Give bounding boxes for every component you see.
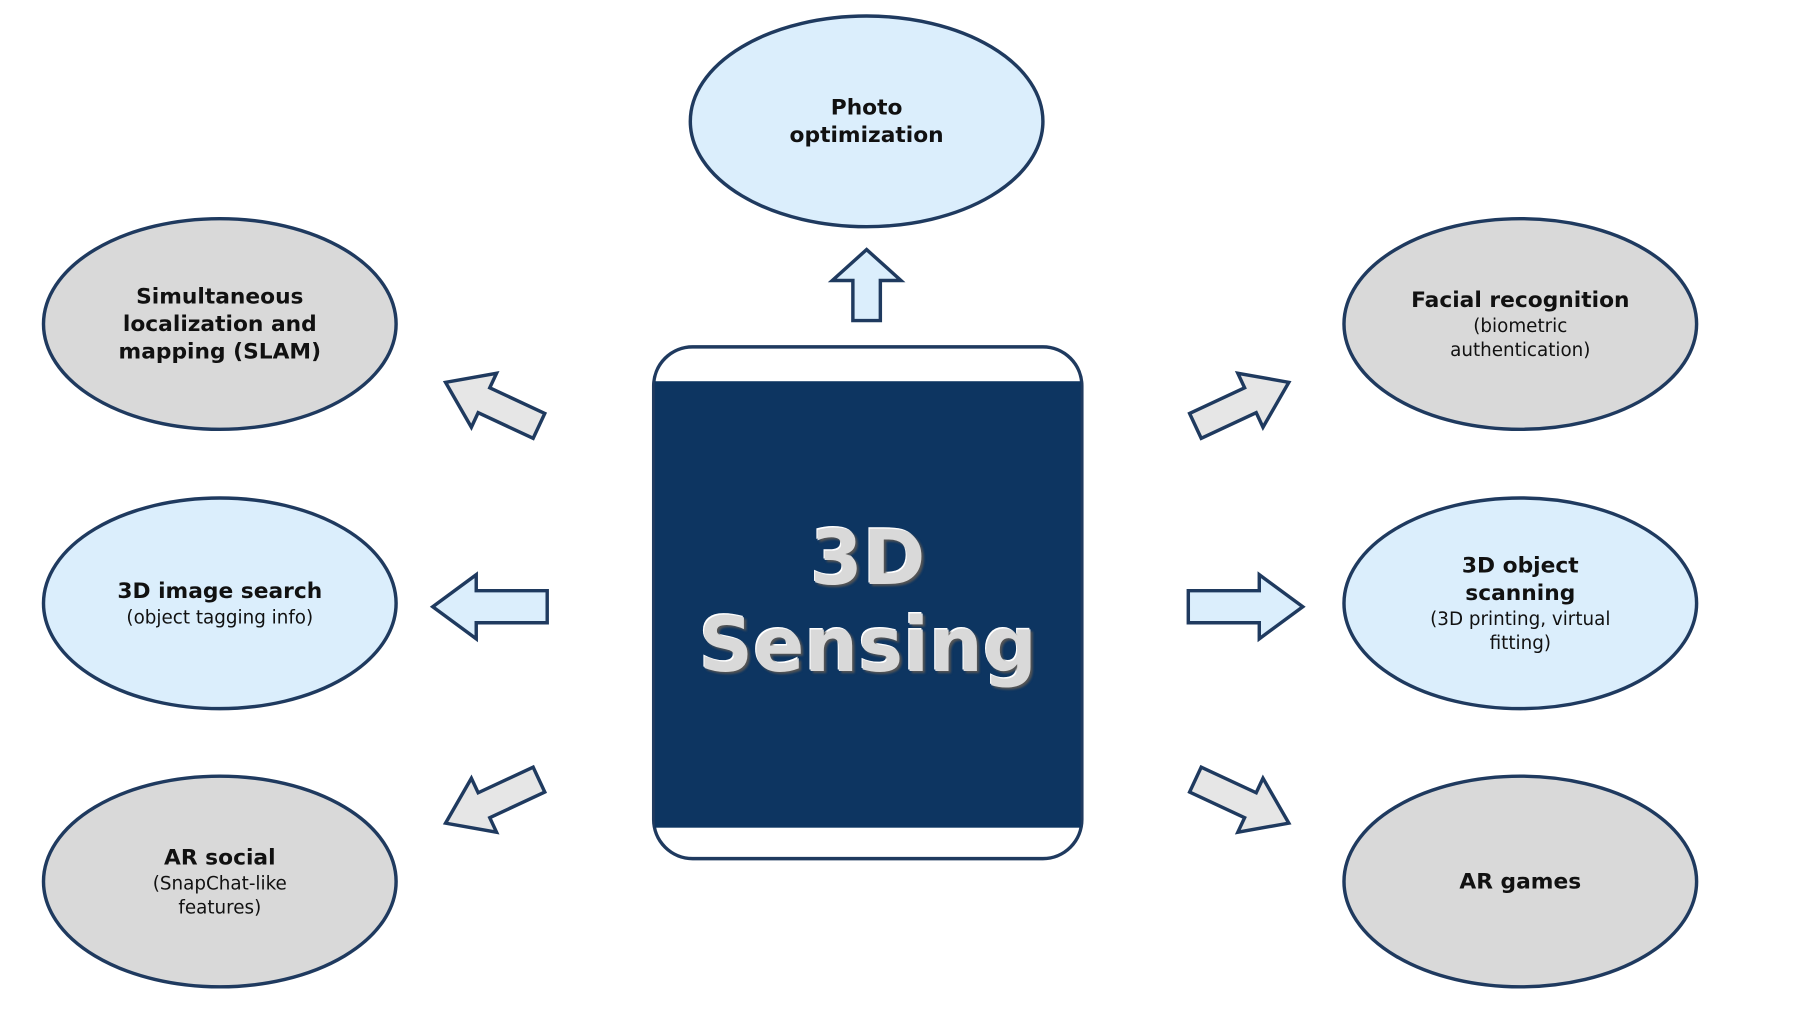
node-facial-circle <box>1342 216 1699 432</box>
node-object-scan-circle <box>1342 496 1699 711</box>
node-ar-social-circle <box>41 774 398 989</box>
node-object-scan: 3D object scanning (3D printing, virtual… <box>1412 552 1630 655</box>
node-subtitle: (object tagging info) <box>126 606 314 628</box>
arrow-up-left-icon <box>442 370 548 441</box>
center-title-line1: 3D <box>810 514 926 603</box>
node-subtitle: (biometric authentication) <box>1450 314 1591 361</box>
node-photo-circle <box>688 14 1045 229</box>
node-facial: Facial recognition (biometric authentica… <box>1406 286 1635 362</box>
arrow-up-icon <box>827 247 906 323</box>
node-title: AR social <box>164 844 276 871</box>
node-subtitle: (3D printing, virtual fitting) <box>1430 607 1611 654</box>
arrow-up-right-icon <box>1187 370 1292 441</box>
node-title: Simultaneous localization and mapping (S… <box>118 283 322 365</box>
arrow-down-right-icon <box>1187 764 1292 835</box>
arrow-left-icon <box>429 571 549 643</box>
node-title: Facial recognition <box>1411 287 1630 313</box>
node-photo: Photo optimization <box>764 94 970 149</box>
node-image-search: 3D image search (object tagging info) <box>111 578 329 630</box>
center-title: 3D Sensing <box>654 515 1082 689</box>
node-title: AR games <box>1459 868 1582 895</box>
node-slam-circle <box>41 216 398 432</box>
node-ar-social: AR social (SnapChat-like features) <box>117 844 323 920</box>
node-image-search-circle <box>41 496 398 711</box>
node-ar-games-circle <box>1342 774 1699 989</box>
node-title: 3D object scanning <box>1461 552 1579 606</box>
phone <box>651 345 1084 861</box>
arrow-down-left-icon <box>442 764 548 835</box>
node-title: 3D image search <box>117 578 323 604</box>
node-slam: Simultaneous localization and mapping (S… <box>111 283 329 365</box>
node-ar-games: AR games <box>1417 868 1623 895</box>
arrow-right-icon <box>1186 571 1306 643</box>
node-subtitle: (SnapChat-like features) <box>152 872 287 919</box>
node-title: Photo optimization <box>789 95 944 148</box>
center-title-line2: Sensing <box>698 601 1037 690</box>
